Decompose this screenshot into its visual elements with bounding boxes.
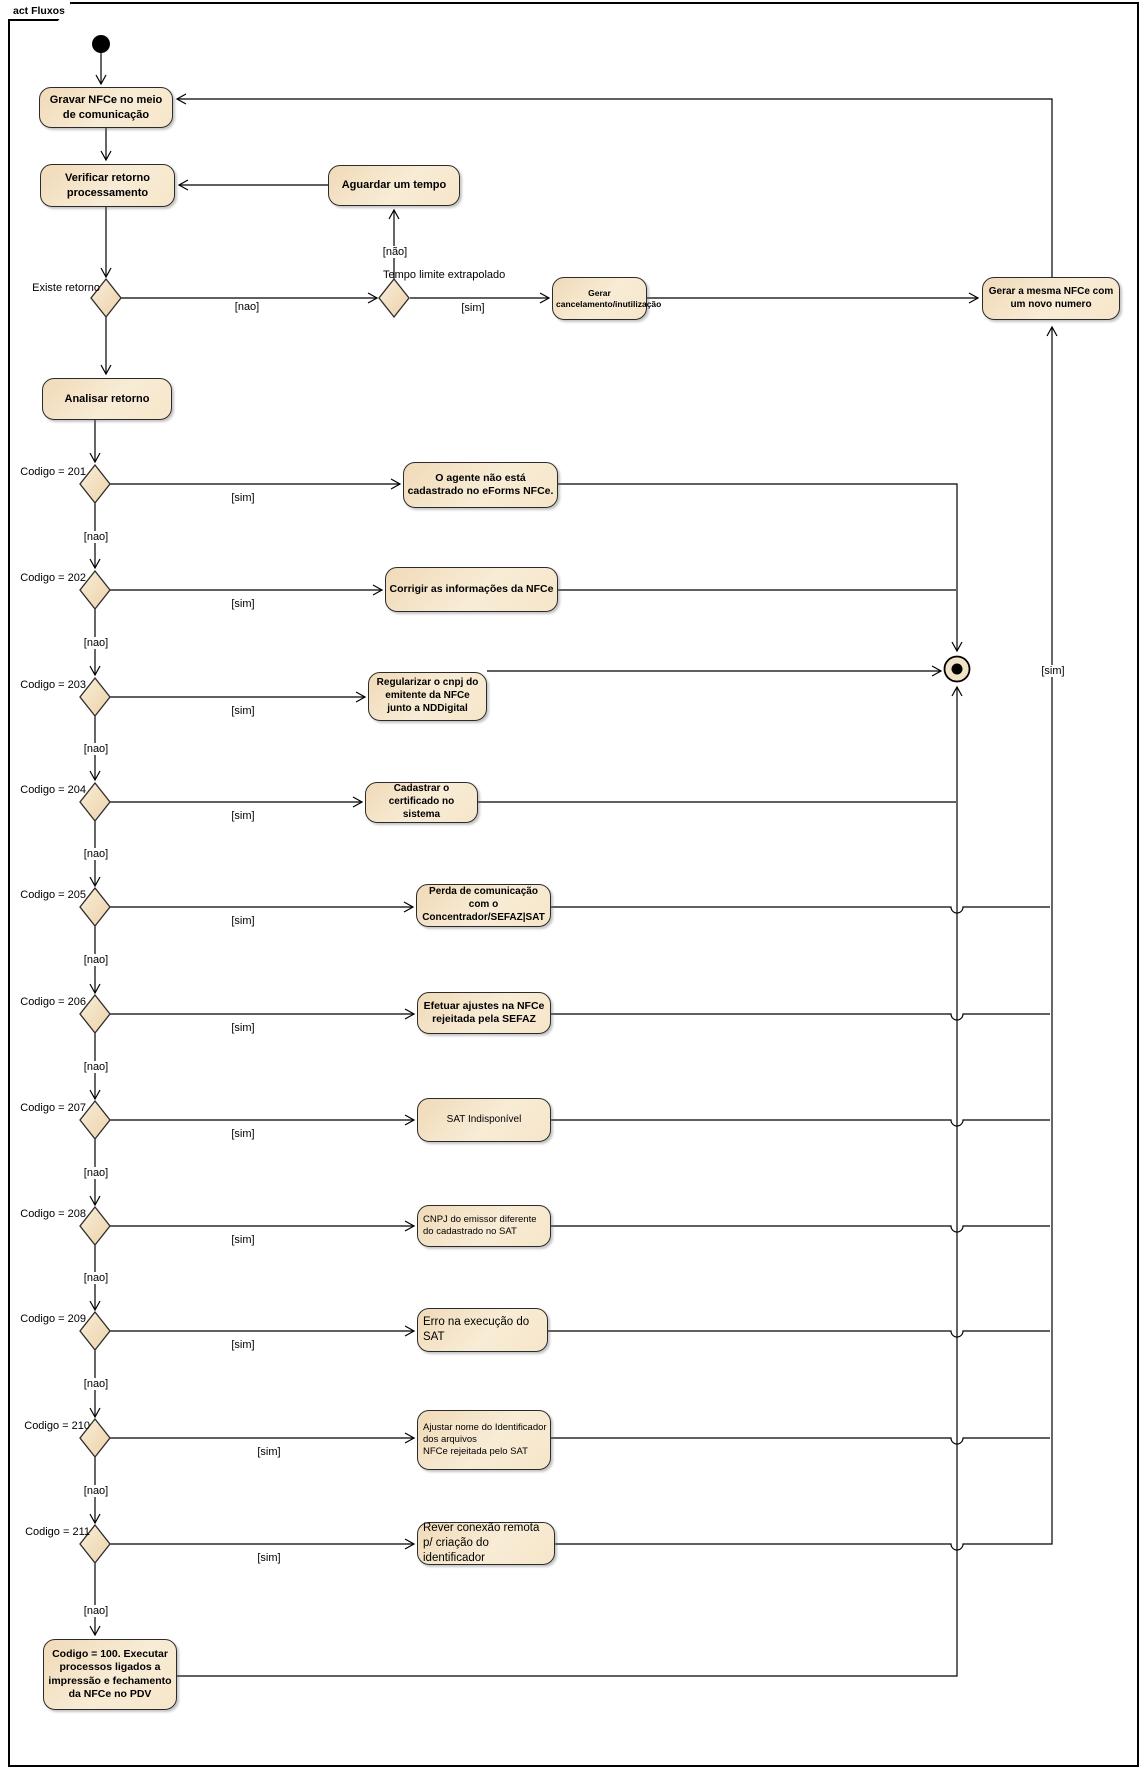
decision-codigo-207 bbox=[79, 1099, 111, 1141]
activity-final-100: Codigo = 100. Executar processos ligados… bbox=[43, 1639, 177, 1710]
activity-206: Efetuar ajustes na NFCe rejeitada pela S… bbox=[417, 992, 551, 1034]
guard-sim-206: [sim] bbox=[214, 1022, 272, 1034]
edge-201-to-final-node bbox=[558, 483, 963, 653]
edge-208-join bbox=[551, 1225, 1050, 1233]
edge-206-join bbox=[551, 1013, 1050, 1021]
label-codigo-209: Codigo = 209 bbox=[20, 1313, 86, 1325]
decision-codigo-209 bbox=[79, 1310, 111, 1352]
activity-gerar-cancelamento: Gerar cancelamento/inutilização bbox=[552, 277, 661, 320]
decision-codigo-201 bbox=[79, 463, 111, 505]
activity-202: Corrigir as informações da NFCe bbox=[385, 567, 558, 612]
activity-gravar-nfce: Gravar NFCe no meio de comunicação bbox=[39, 87, 173, 128]
label-codigo-210: Codigo = 210 bbox=[24, 1420, 90, 1432]
guard-sim-208: [sim] bbox=[214, 1234, 272, 1246]
guard-sim-202: [sim] bbox=[214, 598, 272, 610]
activity-210-line1: Ajustar nome do Identificador dos arquiv… bbox=[423, 1421, 547, 1445]
activity-210-line2: NFCe rejeitada pelo SAT bbox=[423, 1446, 528, 1458]
guard-nao-201: [nao] bbox=[67, 531, 125, 543]
activity-203: Regularizar o cnpj do emitente da NFCe j… bbox=[368, 672, 487, 721]
guard-nao-205: [nao] bbox=[67, 954, 125, 966]
guard-nao-206: [nao] bbox=[67, 1061, 125, 1073]
guard-sim-211: [sim] bbox=[240, 1552, 298, 1564]
decision-codigo-206 bbox=[79, 993, 111, 1035]
decision-codigo-211 bbox=[79, 1523, 111, 1565]
label-codigo-203: Codigo = 203 bbox=[20, 679, 86, 691]
guard-sim-209: [sim] bbox=[214, 1339, 272, 1351]
edge-210-join bbox=[551, 1437, 1050, 1445]
decision-codigo-202 bbox=[79, 569, 111, 611]
decision-existe-retorno bbox=[90, 277, 122, 319]
guard-sim-201: [sim] bbox=[214, 492, 272, 504]
guard-sim-203: [sim] bbox=[214, 705, 272, 717]
activity-204: Cadastrar o certificado no sistema bbox=[365, 782, 478, 823]
decision-codigo-208 bbox=[79, 1205, 111, 1247]
decision-codigo-205 bbox=[79, 886, 111, 928]
guard-nao-207: [nao] bbox=[67, 1167, 125, 1179]
label-tempo-limite: Tempo limite extrapolado bbox=[383, 269, 506, 281]
activity-aguardar-tempo: Aguardar um tempo bbox=[328, 165, 460, 206]
activity-201: O agente não está cadastrado no eForms N… bbox=[403, 462, 558, 508]
label-codigo-211: Codigo = 211 bbox=[25, 1526, 90, 1538]
guard-sim-207: [sim] bbox=[214, 1128, 272, 1140]
end-node bbox=[943, 655, 971, 683]
guard-sim-205: [sim] bbox=[214, 915, 272, 927]
frame-title: act Fluxos bbox=[13, 5, 65, 17]
guard-nao-203: [nao] bbox=[67, 743, 125, 755]
decision-codigo-203 bbox=[79, 676, 111, 718]
activity-209: Erro na execução do SAT bbox=[417, 1308, 548, 1352]
edge-207-join bbox=[551, 1119, 1050, 1127]
guard-sim-204: [sim] bbox=[214, 810, 272, 822]
label-existe-retorno: Existe retorno bbox=[32, 282, 100, 294]
activity-210: Ajustar nome do Identificador dos arquiv… bbox=[417, 1410, 551, 1470]
activity-analisar-retorno: Analisar retorno bbox=[42, 378, 172, 420]
decision-codigo-204 bbox=[79, 781, 111, 823]
label-codigo-201: Codigo = 201 bbox=[20, 466, 86, 478]
activity-208: CNPJ do emissor diferente do cadastrado … bbox=[417, 1205, 551, 1247]
decision-codigo-210 bbox=[79, 1417, 111, 1459]
edge-gerar-mesma-to-gravar bbox=[175, 93, 1053, 277]
guard-nao-202: [nao] bbox=[67, 637, 125, 649]
edge-205-join bbox=[551, 906, 1050, 914]
activity-gerar-mesma-nfce: Gerar a mesma NFCe com um novo numero bbox=[982, 277, 1120, 320]
activity-205: Perda de comunicação com o Concentrador/… bbox=[416, 884, 551, 927]
label-codigo-206: Codigo = 206 bbox=[20, 996, 86, 1008]
guard-nao-204: [nao] bbox=[67, 848, 125, 860]
guard-nao-existe: [nao] bbox=[220, 301, 274, 313]
guard-nao-tempo: [não] bbox=[370, 246, 420, 258]
edges bbox=[89, 53, 1058, 1677]
guard-nao-208: [nao] bbox=[67, 1272, 125, 1284]
edge-209-join bbox=[548, 1330, 1050, 1338]
edge-211-sim-column bbox=[555, 325, 1058, 1551]
activity-211: Rever conexão remota p/ criação do ident… bbox=[417, 1522, 555, 1565]
activity-verificar-retorno: Verificar retorno processamento bbox=[40, 164, 175, 207]
decision-tempo-limite bbox=[378, 277, 410, 319]
label-codigo-205: Codigo = 205 bbox=[20, 889, 86, 901]
guard-nao-210: [nao] bbox=[67, 1485, 125, 1497]
guard-sim-column: [sim] bbox=[1028, 665, 1078, 677]
guard-sim-tempo: [sim] bbox=[446, 302, 500, 314]
frame-title-tab: act Fluxos bbox=[8, 2, 72, 21]
decision-diamonds bbox=[79, 277, 410, 1565]
label-codigo-207: Codigo = 207 bbox=[20, 1102, 86, 1114]
guard-nao-211: [nao] bbox=[67, 1605, 125, 1617]
activity-207: SAT Indisponível bbox=[417, 1098, 551, 1142]
edge-final100-to-end bbox=[177, 685, 963, 1677]
guard-nao-209: [nao] bbox=[67, 1378, 125, 1390]
label-codigo-208: Codigo = 208 bbox=[20, 1208, 86, 1220]
guard-sim-210: [sim] bbox=[240, 1446, 298, 1458]
label-codigo-202: Codigo = 202 bbox=[20, 572, 86, 584]
start-node bbox=[92, 35, 110, 53]
label-codigo-204: Codigo = 204 bbox=[20, 784, 86, 796]
